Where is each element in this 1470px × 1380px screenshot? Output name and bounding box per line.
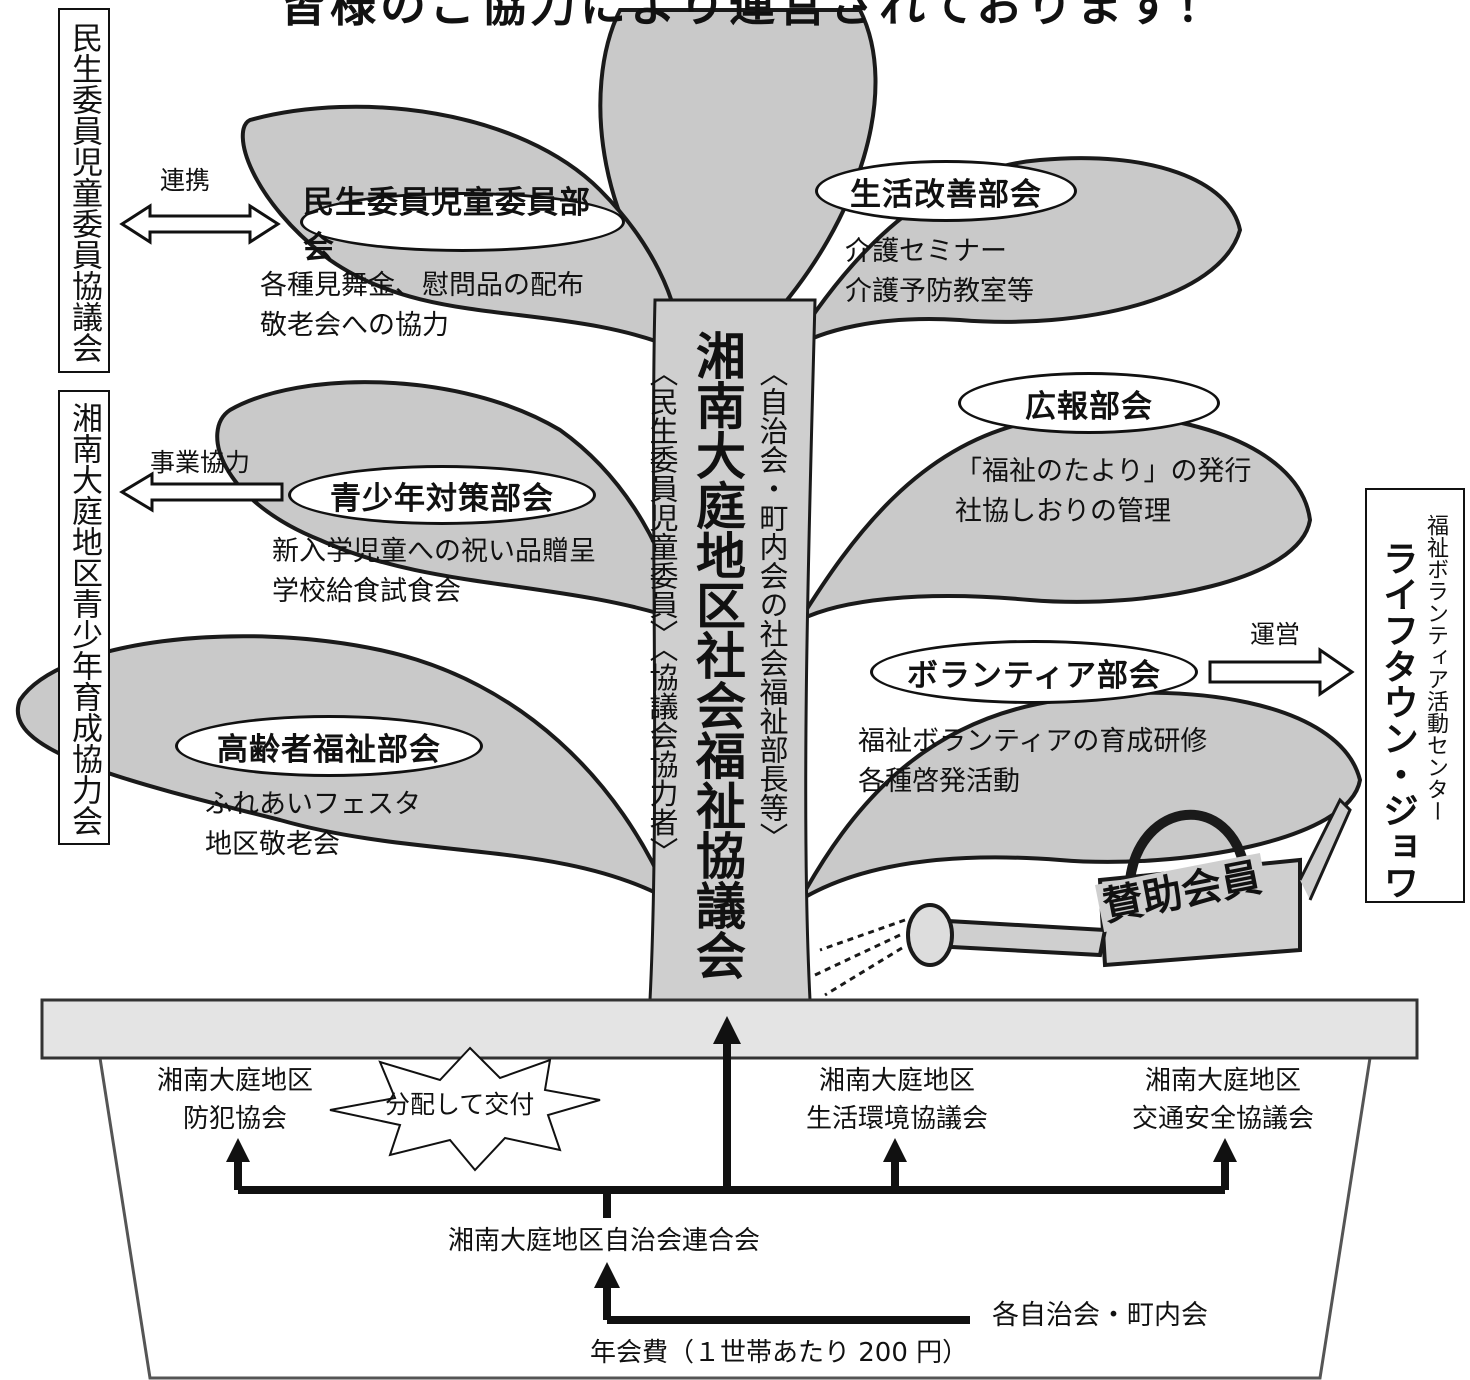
committee-seikatsu-activities: 介護セミナー介護予防教室等 (845, 236, 1034, 307)
minsei-council-box: 民生委員児童委員協議会 (58, 8, 110, 373)
arrow-renkei (119, 203, 281, 245)
committee-koho: 広報部会 (958, 372, 1220, 434)
volunteer-center-box: 福祉ボランティア活動センター ライフタウン・ジョワ (1365, 488, 1465, 903)
council-members-left: 〈民生委員児童委員〉〈協議会協力者〉 (645, 358, 679, 866)
youth-council-box: 湘南大庭地区青少年育成協力会 (58, 390, 110, 845)
committee-seishonen: 青少年対策部会 (288, 465, 596, 525)
minsei-council-label: 民生委員児童委員協議会 (66, 22, 102, 363)
committee-volunteer-activities: 福祉ボランティアの育成研修各種啓発活動 (858, 726, 1208, 797)
youth-council-label: 湘南大庭地区青少年育成協力会 (66, 402, 102, 836)
leaf-low-right (794, 690, 1363, 906)
council-name: 湘南大庭地区社会福祉協議会 (688, 330, 746, 980)
committee-seikatsu: 生活改善部会 (815, 160, 1077, 222)
committee-koreisha: 高齢者福祉部会 (175, 715, 483, 777)
page-title: 皆様のご協力により運営されております！ (280, 0, 1227, 32)
committee-minsei-activities: 各種見舞金、慰問品の配布敬老会への協力 (260, 270, 584, 341)
pot-flow-lines (226, 1016, 1237, 1324)
leaf-mid-right (794, 412, 1313, 625)
label-unei: 運営 (1250, 620, 1301, 649)
label-renkei: 連携 (160, 166, 211, 195)
stem (648, 298, 817, 1002)
committee-seishonen-activities: 新入学児童への祝い品贈呈学校給食試食会 (272, 536, 596, 607)
pot-environment: 湘南大庭地区生活環境協議会 (805, 1066, 988, 1134)
pot-distribute-label: 分配して交付 (385, 1090, 535, 1119)
pot-traffic-safety: 湘南大庭地区交通安全協議会 (1131, 1066, 1314, 1134)
pot-local-associations: 各自治会・町内会 (992, 1300, 1208, 1331)
arrow-jigyo (119, 471, 284, 513)
arrow-unei (1208, 647, 1355, 697)
committee-volunteer: ボランティア部会 (870, 640, 1198, 704)
volunteer-center-sub: 福祉ボランティア活動センター (1423, 514, 1448, 822)
starburst (329, 1046, 601, 1172)
pot-federation: 湘南大庭地区自治会連合会 (448, 1226, 761, 1256)
council-members-right: 〈自治会・町内会の社会福祉部長等〉 (755, 358, 789, 851)
label-jigyo-kyoryoku: 事業協力 (150, 448, 251, 477)
committee-koho-activities: 「福祉のたより」の発行社協しおりの管理 (955, 456, 1252, 527)
volunteer-center-name: ライフタウン・ジョワ (1377, 540, 1418, 900)
pot-annual-fee: 年会費（１世帯あたり 200 円） (590, 1338, 969, 1368)
pot-crime-prevention: 湘南大庭地区防犯協会 (156, 1066, 313, 1134)
committee-minsei: 民生委員児童委員部会 (300, 185, 625, 266)
committee-koreisha-activities: ふれあいフェスタ地区敬老会 (205, 789, 421, 860)
